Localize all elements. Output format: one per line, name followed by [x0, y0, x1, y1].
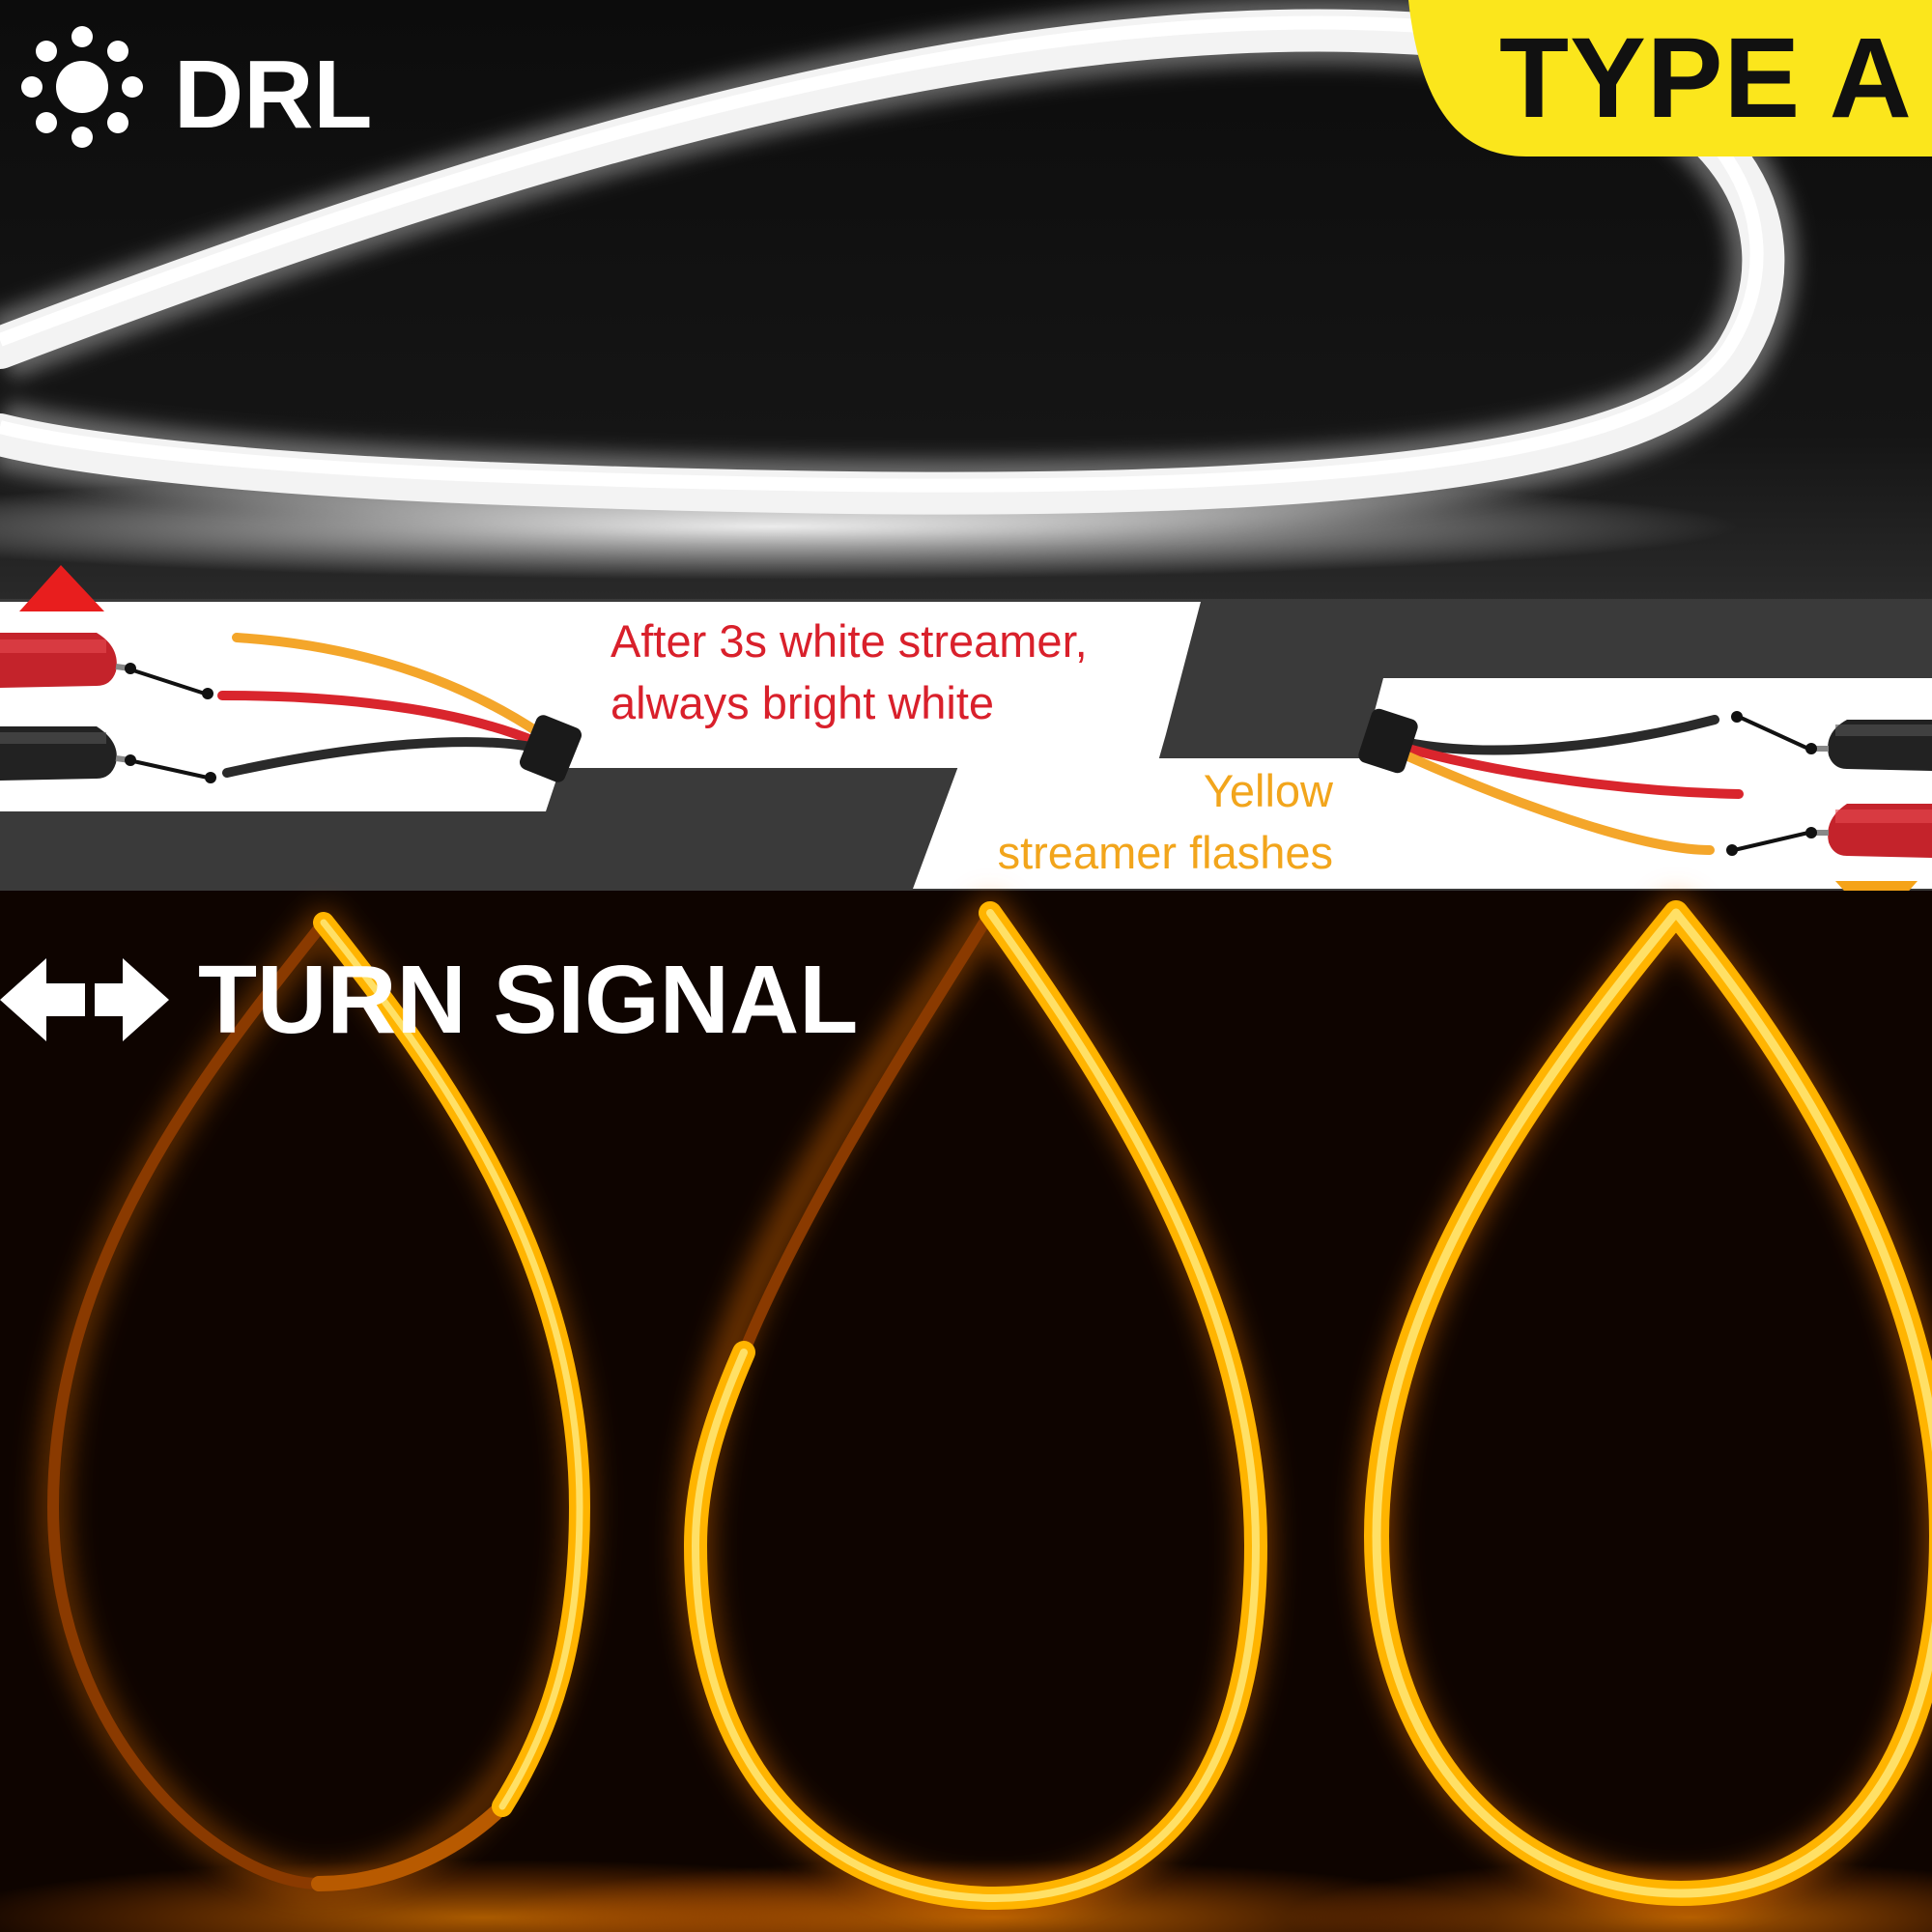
sun-icon	[21, 26, 143, 148]
white-led-strip	[0, 0, 1798, 527]
turn-note-line-1: Yellow	[1203, 765, 1333, 816]
triangle-up-icon	[19, 565, 104, 611]
amber-led-drop-1	[38, 908, 595, 1899]
right-connector-wires	[1386, 715, 1744, 855]
type-badge	[1408, 0, 1932, 156]
left-clips	[0, 633, 216, 783]
amber-led-drop-3	[1358, 895, 1932, 1912]
left-connector-wires	[217, 633, 546, 778]
right-clips	[1726, 711, 1932, 858]
amber-led-drop-2	[678, 896, 1273, 1916]
right-connector	[1358, 708, 1418, 774]
double-arrow-icon	[0, 958, 169, 1041]
drl-note-line-1: After 3s white streamer,	[611, 615, 1088, 667]
drl-note: After 3s white streamer, always bright w…	[611, 611, 1190, 734]
turn-note: Yellow streamer flashes	[947, 760, 1333, 884]
left-connector	[519, 715, 582, 782]
turn-signal-label: TURN SIGNAL	[198, 946, 859, 1054]
turn-signal-background	[0, 891, 1932, 1932]
drl-label: DRL	[174, 41, 373, 149]
turn-note-line-2: streamer flashes	[997, 827, 1333, 878]
drl-note-line-2: always bright white	[611, 677, 995, 728]
type-label: TYPE A	[1499, 14, 1913, 142]
